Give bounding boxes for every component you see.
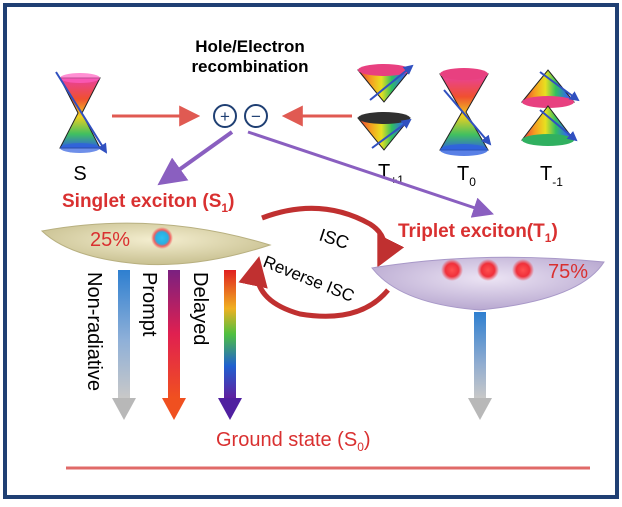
singlet-exciton-dot xyxy=(151,227,173,249)
non-radiative-label: Non-radiative xyxy=(83,272,105,391)
singlet-state-label: S xyxy=(73,163,86,185)
title-line-2: recombination xyxy=(191,57,308,76)
triplet-percent: 75% xyxy=(548,261,588,283)
reverse-isc-arrow xyxy=(238,256,390,319)
singlet-cone-icon xyxy=(55,71,108,154)
hole-charge-symbol: + xyxy=(220,107,230,126)
triplet-decay-arrow xyxy=(468,312,492,420)
triplet-zero-label: T0 xyxy=(457,163,476,189)
ground-state-label: Ground state (S0) xyxy=(216,429,371,454)
triplet-exciton-disk xyxy=(371,256,605,311)
electron-charge-icon: − xyxy=(244,104,268,128)
isc-arrow xyxy=(261,205,405,268)
to-singlet-arrow xyxy=(157,130,234,186)
electron-charge-symbol: − xyxy=(251,107,261,126)
delayed-label: Delayed xyxy=(189,272,211,345)
to-triplet-arrow xyxy=(247,130,494,218)
singlet-exciton-label: Singlet exciton (S1) xyxy=(62,191,234,215)
prompt-arrow xyxy=(162,270,186,420)
triplet-plus-one-cone-icon xyxy=(357,64,414,151)
delayed-arrow xyxy=(218,270,242,420)
non-radiative-arrow xyxy=(112,270,136,420)
prompt-label: Prompt xyxy=(138,272,160,337)
triplet-zero-cone-icon xyxy=(439,68,492,156)
triplet-exciton-dot-1 xyxy=(441,259,463,281)
hole-charge-icon: + xyxy=(213,104,237,128)
triplet-minus-one-label: T-1 xyxy=(540,163,563,189)
triplet-minus-one-cone-icon xyxy=(520,69,580,146)
triplet-exciton-dot-2 xyxy=(477,259,499,281)
triplet-exciton-dot-3 xyxy=(512,259,534,281)
singlet-percent: 25% xyxy=(90,229,130,251)
title-line-1: Hole/Electron xyxy=(195,37,305,56)
triplet-exciton-label: Triplet exciton(T1) xyxy=(398,221,558,245)
